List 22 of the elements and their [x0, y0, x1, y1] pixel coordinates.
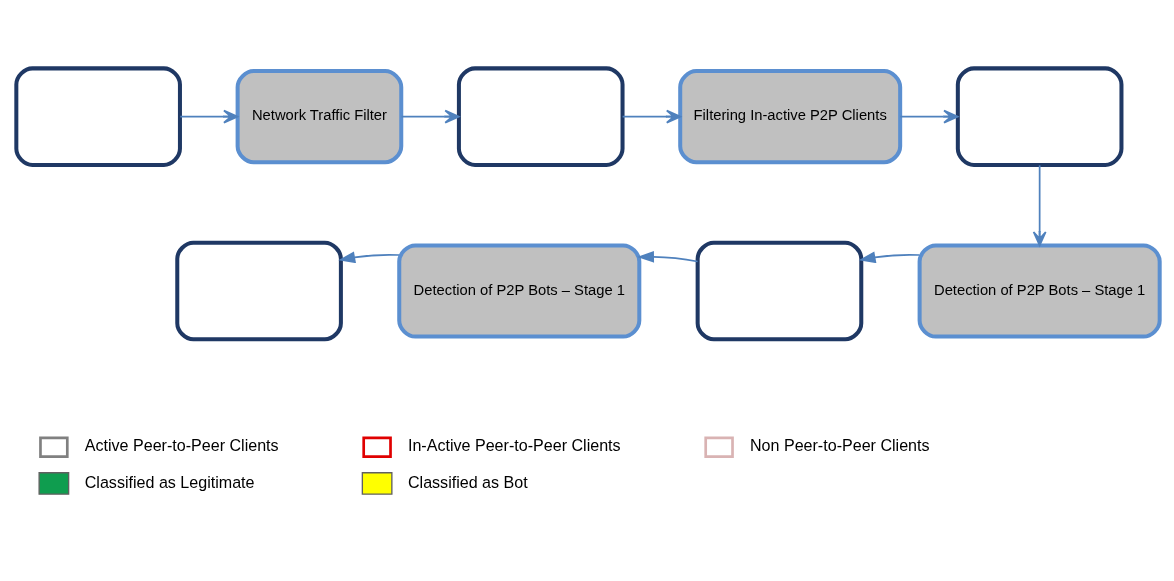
legend-label: Active Peer-to-Peer Clients — [84, 435, 279, 454]
arrow — [400, 109, 460, 124]
arrow — [899, 109, 959, 124]
legend-label: Classified as Bot — [407, 472, 528, 491]
node-box: Network Traffic Filter — [235, 68, 404, 164]
node-box — [456, 65, 625, 167]
legend-label: In-Active Peer-to-Peer Clients — [407, 435, 621, 454]
arrow — [858, 250, 921, 263]
node-box: Detection of P2P Bots – Stage 1 — [917, 242, 1162, 339]
arrow — [179, 109, 239, 124]
node-box — [695, 240, 864, 341]
legend-label: Non Peer-to-Peer Clients — [749, 435, 930, 454]
arrow — [338, 250, 400, 263]
node-box — [14, 65, 182, 167]
node-box: Detection of P2P Bots – Stage 1 — [397, 242, 642, 339]
arrow — [621, 109, 682, 124]
node-box — [175, 240, 343, 341]
legend-label: Classified as Legitimate — [84, 472, 255, 491]
node-box — [955, 65, 1124, 167]
arrow — [1032, 164, 1047, 246]
arrow — [637, 250, 699, 263]
node-box: Filtering In-active P2P Clients — [678, 68, 903, 164]
